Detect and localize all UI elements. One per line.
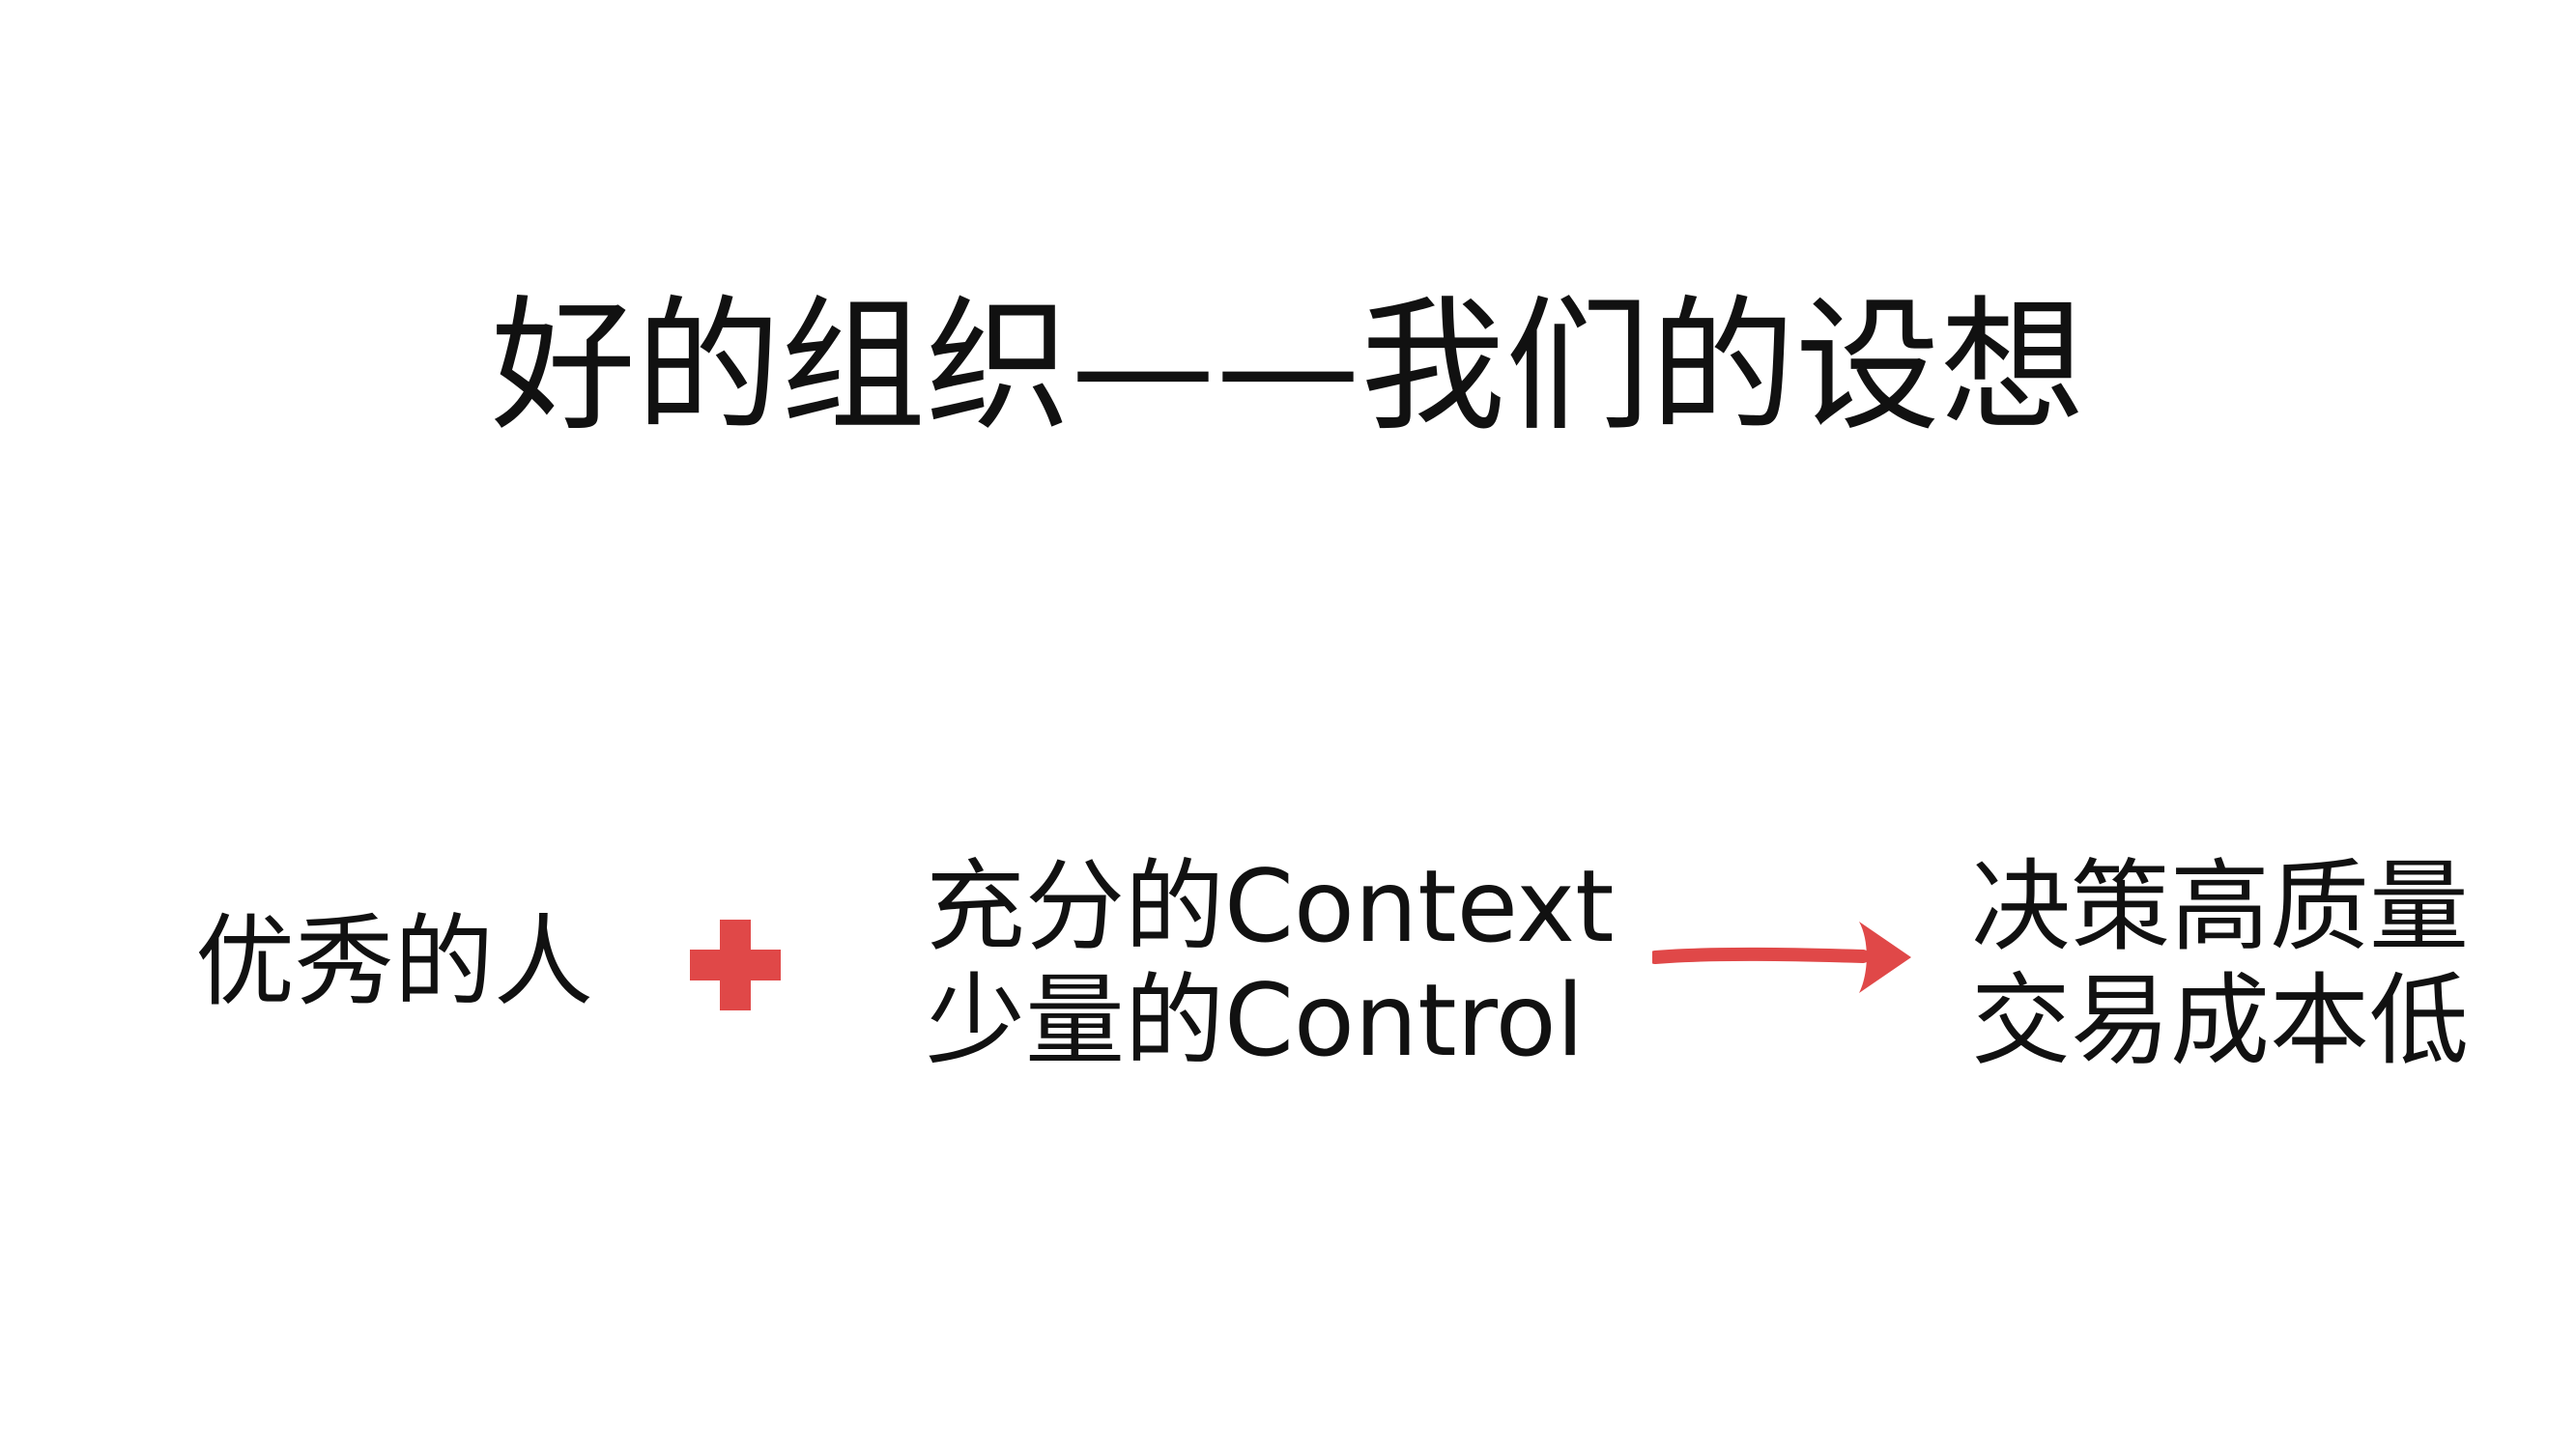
arrow-shaft [1652,947,1870,964]
decision-quality-line: 决策高质量 [1971,849,2469,965]
excellent-people-label: 优秀的人 [195,904,593,1020]
transaction-cost-line: 交易成本低 [1971,963,2469,1079]
slide-title: 好的组织——我们的设想 [490,283,2085,451]
result-text: 决策高质量 交易成本低 [1971,850,2469,1078]
control-line: 少量的Control [926,963,1585,1079]
context-line: 充分的Context [926,849,1615,965]
context-control-text: 充分的Context 少量的Control [926,850,1615,1078]
arrow-head [1859,922,1911,993]
plus-horizontal-bar [690,950,781,980]
plus-icon [690,920,781,1010]
arrow-right-icon [1652,914,1913,1001]
